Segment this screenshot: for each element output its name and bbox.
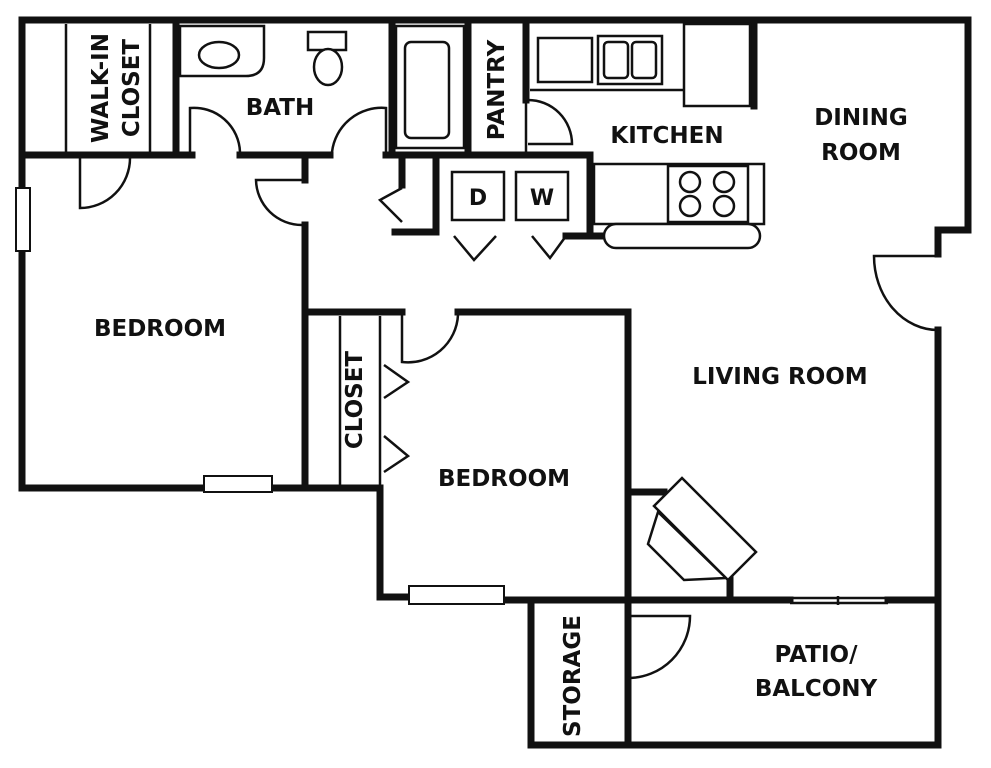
kitchen-sink-bowl-2 [630,40,658,80]
label-closet-top: CLOSET [119,39,145,138]
label-dining-line-1: DINING [814,105,908,131]
outer-wall-right-lower [499,326,942,749]
wall-bedroom2-bottom [301,484,413,601]
window-bedroom-left-side [15,187,31,252]
door-washer-left [453,235,497,262]
fixtures [178,22,766,582]
label-closet-mid: CLOSET [342,351,368,450]
door-bath-left [188,106,242,153]
door-washer-right [531,235,568,261]
window-bedroom-left-bottom [203,475,273,493]
label-washer: W [530,186,554,211]
closet-rails [64,24,528,485]
door-storage [627,614,692,680]
window-bedroom-center-bottom [408,585,505,605]
bath-sink [197,40,241,70]
burner-1 [678,170,702,194]
label-living-room: LIVING ROOM [692,364,867,390]
label-patio-line-1: PATIO/ [775,642,859,668]
toilet-bowl [312,47,344,87]
label-bath: BATH [246,95,314,121]
kitchen-range [666,164,750,224]
label-pantry: PANTRY [484,39,510,140]
dryer-box [450,170,506,222]
outer-wall-top-right [18,16,972,258]
door-walkin-closet [78,157,132,210]
doors [78,98,939,680]
toilet-tank [306,30,348,52]
door-bedroom-left [254,178,303,227]
door-bedroom-center [400,314,460,364]
door-laundry-closet [377,186,403,223]
fireplace-body [652,476,758,582]
kitchen-counter-right [682,22,752,108]
door-closet-upper [383,363,411,400]
label-dining-line-2: ROOM [821,140,901,166]
door-pantry [527,98,574,146]
burner-3 [678,194,702,218]
burner-2 [712,170,736,194]
label-walk-in: WALK-IN [88,33,114,143]
room-labels: WALK-IN CLOSET BATH PANTRY KITCHEN DININ… [88,33,908,737]
label-patio-line-2: BALCONY [755,676,878,702]
label-kitchen: KITCHEN [610,123,723,149]
burner-4 [712,194,736,218]
door-bath-right [330,106,388,153]
door-closet-lower [383,435,411,474]
bathtub-inner [403,40,451,140]
windows [15,187,888,605]
kitchen-sink-left [536,36,594,84]
label-storage: STORAGE [560,615,586,737]
door-entry [872,254,939,332]
washer-box [514,170,570,222]
walls [18,16,972,749]
label-dryer: D [469,186,487,211]
label-bedroom-left: BEDROOM [94,316,226,342]
kitchen-bar [602,222,762,250]
outer-wall-left-lower [18,246,309,492]
kitchen-sink-bowl-1 [602,40,630,80]
label-bedroom-center: BEDROOM [438,466,570,492]
